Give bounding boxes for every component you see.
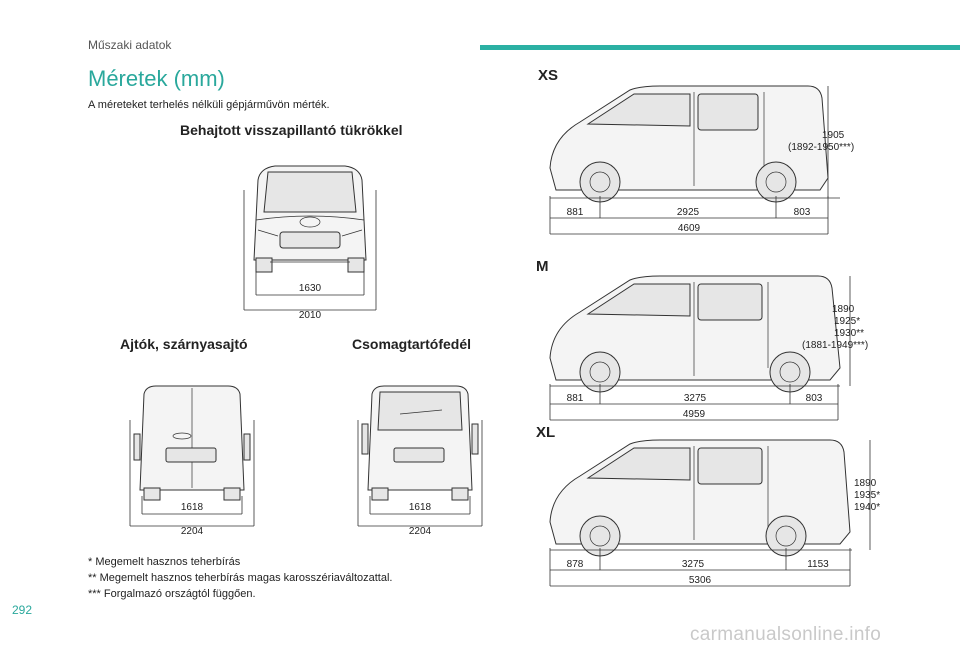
xs-rear-overhang: 803: [794, 207, 811, 218]
rear-doors-heading: Ajtók, szárnyasajtó: [120, 336, 248, 352]
variant-xs-label: XS: [538, 67, 559, 84]
m-height-line-2: 1925*: [834, 316, 860, 327]
xs-front-overhang: 881: [567, 207, 584, 218]
m-height-line-4: (1881-1949***): [802, 340, 868, 351]
m-front-overhang: 881: [567, 393, 584, 404]
variant-xl-illustration: 1890 1935* 1940** 878 3275 1153 5306: [549, 439, 880, 587]
footnote-2: ** Megemelt hasznos teherbírás magas kar…: [88, 572, 393, 584]
m-height-line-3: 1930**: [834, 328, 864, 339]
van-m-side-drawing: [549, 275, 841, 393]
variant-m-illustration: 1890 1925* 1930** (1881-1949***) 881 327…: [549, 275, 868, 421]
page-title: Méretek (mm): [88, 66, 225, 91]
m-rear-overhang: 803: [806, 393, 823, 404]
xl-height-line-1: 1890: [854, 478, 877, 489]
footnote-3: *** Forgalmazó országtól függően.: [88, 588, 256, 600]
xs-total-length: 4609: [678, 223, 701, 234]
xl-wheelbase: 3275: [682, 559, 705, 570]
page-subtitle: A méreteket terhelés nélküli gépjárművön…: [88, 99, 330, 111]
tailgate-dim-outer: 2204: [409, 526, 432, 537]
m-total-length: 4959: [683, 409, 706, 420]
xl-front-overhang: 878: [567, 559, 584, 570]
rear-tailgate-heading: Csomagtartófedél: [352, 336, 472, 352]
rear-tailgate-illustration: 1618 2204: [357, 385, 483, 537]
van-rear-doors-drawing: [133, 385, 251, 501]
xl-height-line-2: 1935*: [854, 490, 880, 501]
xs-height-line-2: (1892-1950***): [788, 142, 854, 153]
van-rear-tailgate-drawing: [361, 385, 479, 501]
xl-rear-overhang: 1153: [807, 559, 829, 570]
front-dim-inner: 1630: [299, 283, 322, 294]
front-dim-outer: 2010: [299, 310, 322, 320]
doors-dim-inner: 1618: [181, 502, 204, 513]
variant-xl-label: XL: [536, 424, 556, 441]
section-header: Műszaki adatok: [88, 38, 172, 52]
xs-height-line-1: 1905: [822, 130, 845, 141]
front-view-illustration: 1630 2010: [243, 165, 377, 320]
van-xs-side-drawing: [549, 85, 829, 203]
tailgate-dim-inner: 1618: [409, 502, 432, 513]
xs-wheelbase: 2925: [677, 207, 700, 218]
van-front-drawing: [253, 165, 367, 273]
rear-doors-illustration: 1618 2204: [129, 385, 255, 537]
xl-total-length: 5306: [689, 575, 712, 586]
watermark: carmanualsonline.info: [690, 624, 882, 645]
footnote-1: * Megemelt hasznos teherbírás: [88, 556, 241, 568]
front-view-heading: Behajtott visszapillantó tükrökkel: [180, 122, 403, 138]
variant-m-label: M: [536, 258, 549, 275]
van-xl-side-drawing: [549, 439, 851, 557]
doors-dim-outer: 2204: [181, 526, 204, 537]
m-wheelbase: 3275: [684, 393, 707, 404]
accent-bar: [480, 45, 960, 50]
xl-height-line-3: 1940**: [854, 502, 880, 513]
m-height-line-1: 1890: [832, 304, 855, 315]
variant-xs-illustration: 1905 (1892-1950***) 881 2925 803 4609: [549, 85, 854, 235]
page-number: 292: [12, 603, 33, 617]
